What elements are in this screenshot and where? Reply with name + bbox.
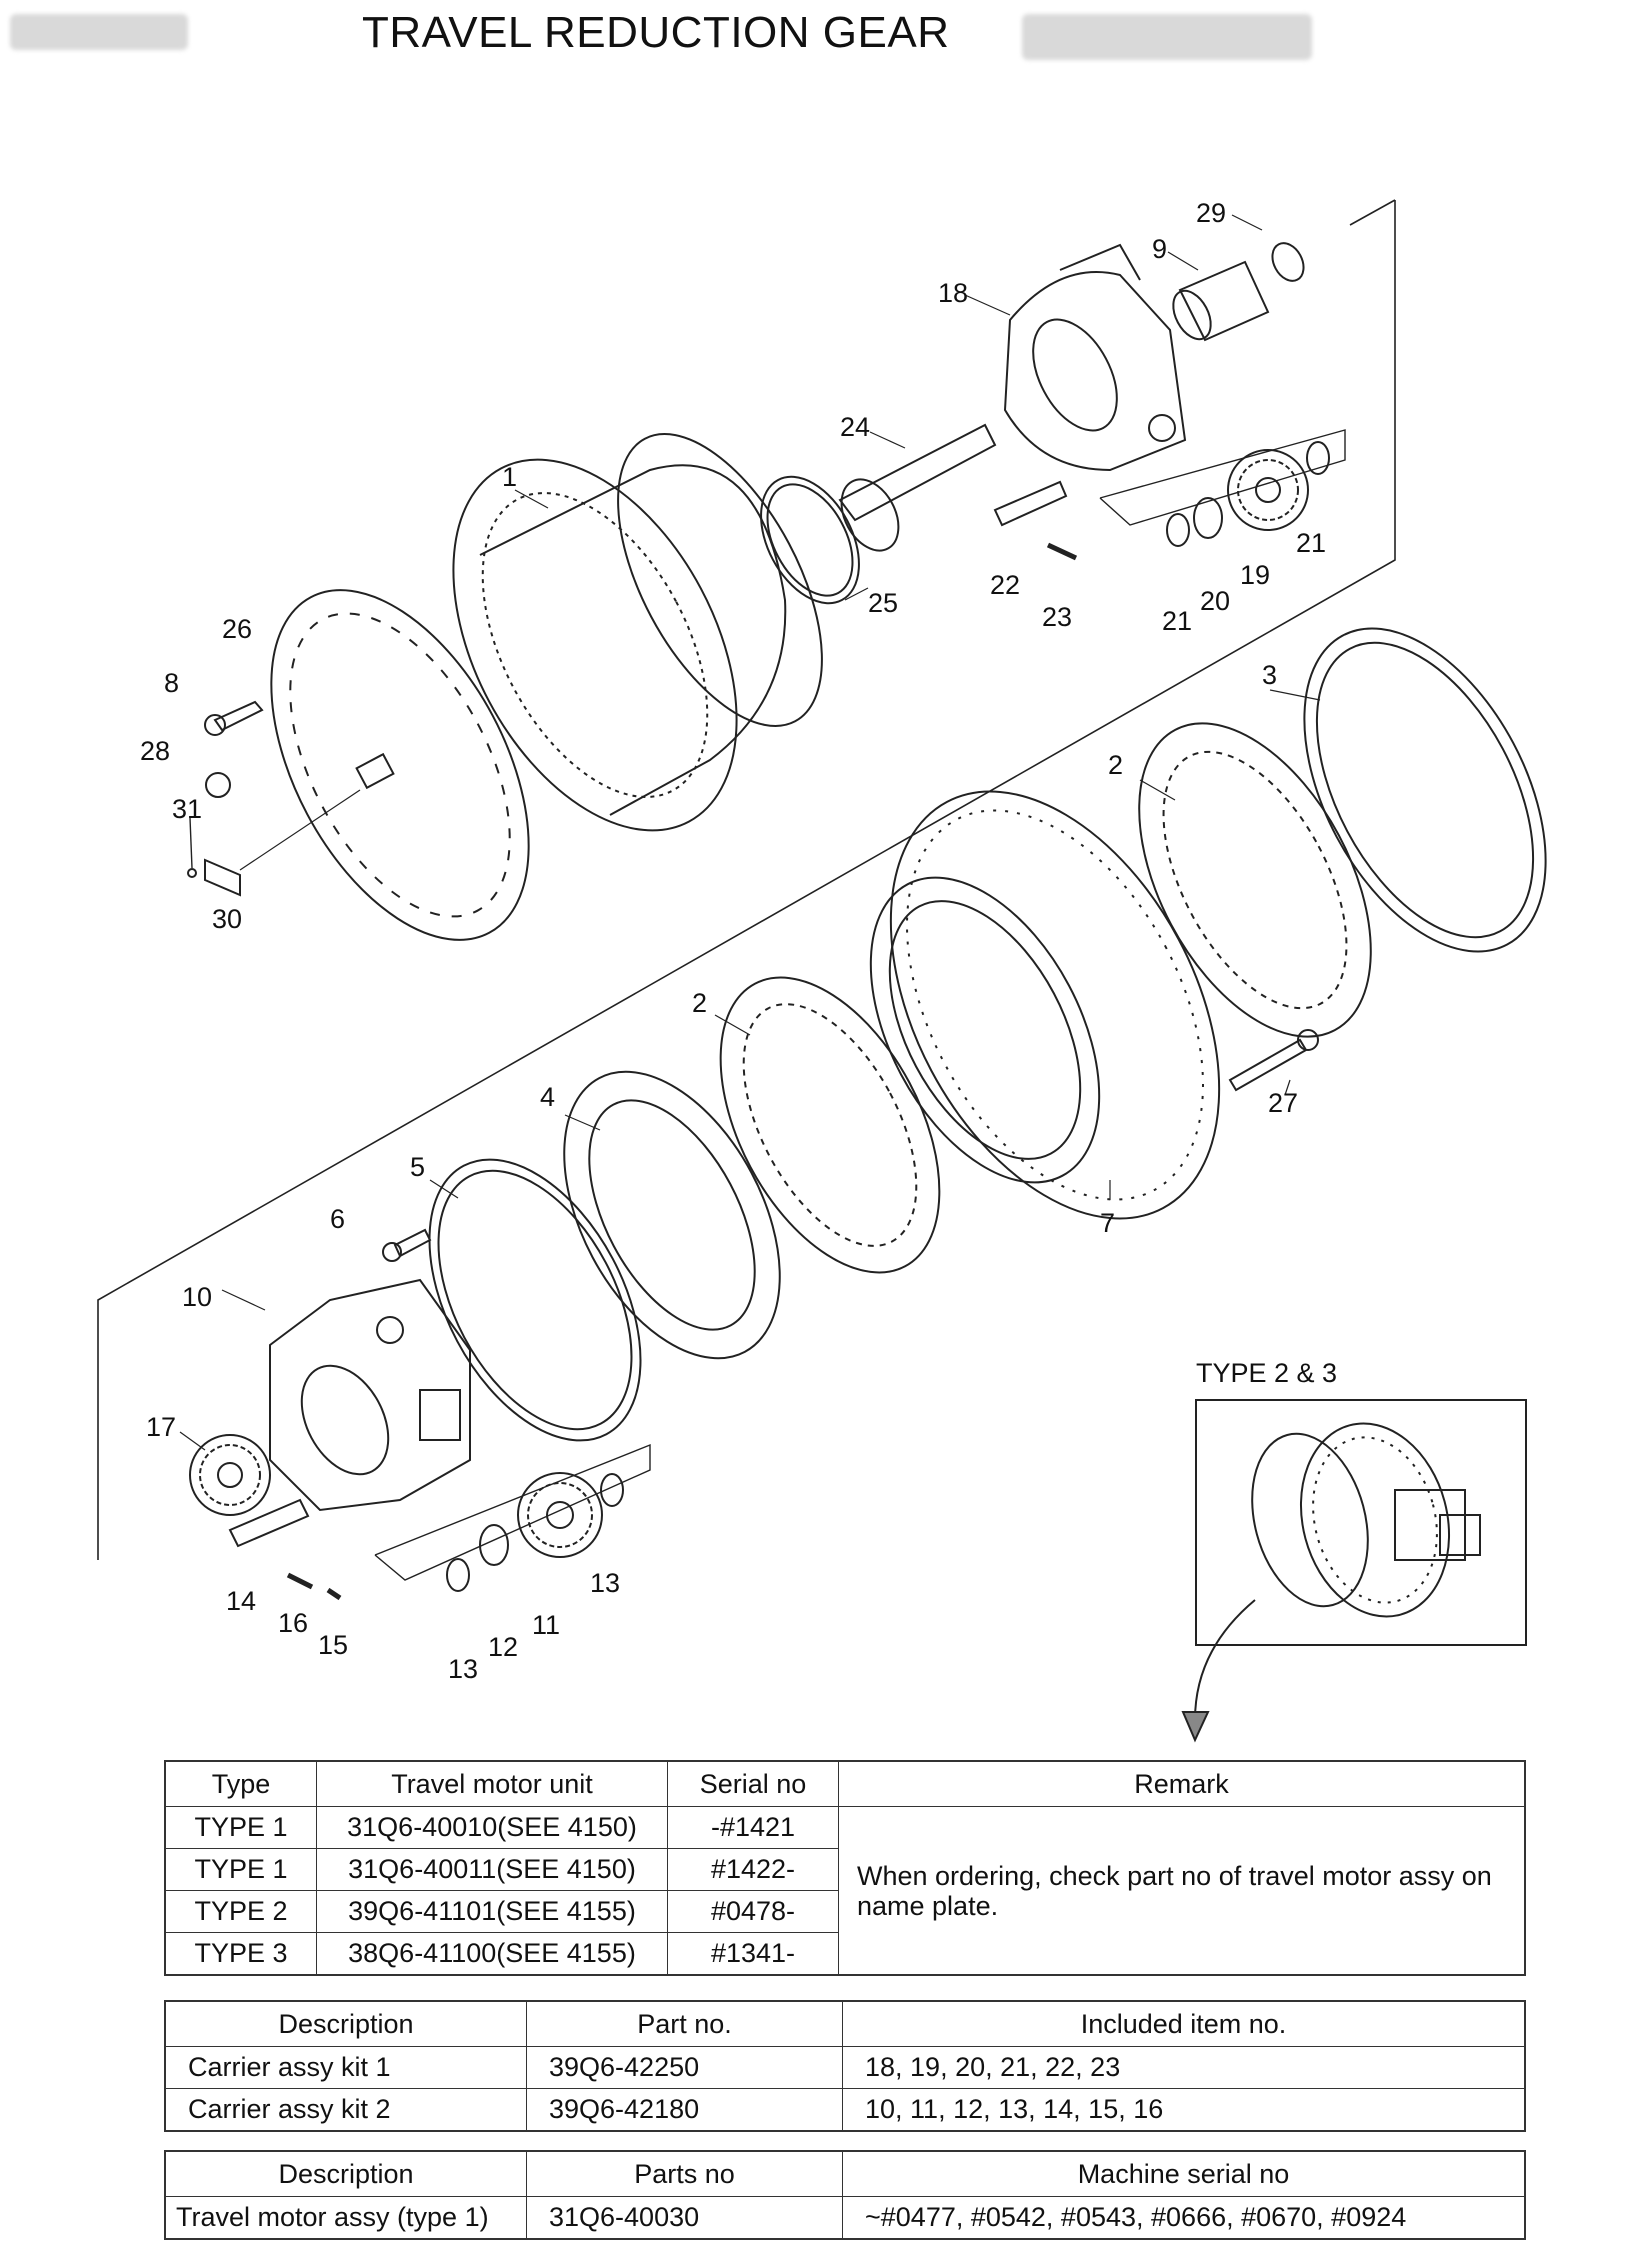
header-remark: Remark xyxy=(838,1760,1526,1807)
cell-serial: #1341- xyxy=(667,1932,839,1976)
callout-9: 9 xyxy=(1152,234,1167,264)
callout-13a: 13 xyxy=(448,1654,478,1684)
callout-26: 26 xyxy=(222,614,252,644)
callout-15: 15 xyxy=(318,1630,348,1660)
callout-6: 6 xyxy=(330,1204,345,1234)
callout-10: 10 xyxy=(182,1282,212,1312)
callout-27: 27 xyxy=(1268,1088,1298,1118)
hub-part-7 xyxy=(869,790,1221,1220)
cell-serial: -#1421 xyxy=(667,1806,839,1849)
callout-21a: 21 xyxy=(1162,606,1192,636)
cell-type: TYPE 2 xyxy=(164,1890,317,1933)
cell-serial: #0478- xyxy=(667,1890,839,1933)
callout-1: 1 xyxy=(502,462,517,492)
table-row: TYPE 2 39Q6-41101(SEE 4155) #0478- xyxy=(164,1890,1525,1933)
callout-21b: 21 xyxy=(1296,528,1326,558)
header-description: Description xyxy=(164,2000,527,2047)
cell-included: 18, 19, 20, 21, 22, 23 xyxy=(842,2046,1526,2089)
cell-serial: #1422- xyxy=(667,1848,839,1891)
callout-4: 4 xyxy=(540,1082,555,1112)
table-row: Carrier assy kit 2 39Q6-42180 10, 11, 12… xyxy=(164,2088,1526,2132)
callout-25: 25 xyxy=(868,588,898,618)
cell-machine-serial: ~#0477, #0542, #0543, #0666, #0670, #092… xyxy=(842,2196,1526,2240)
motor-table: Description Parts no Machine serial no T… xyxy=(164,2150,1526,2240)
table-row: Travel motor assy (type 1) 31Q6-40030 ~#… xyxy=(164,2196,1526,2240)
callout-29: 29 xyxy=(1196,198,1226,228)
callout-7: 7 xyxy=(1100,1208,1115,1238)
header-part-no: Part no. xyxy=(526,2000,843,2047)
cell-description: Carrier assy kit 2 xyxy=(164,2088,527,2132)
page-title: TRAVEL REDUCTION GEAR xyxy=(362,8,950,57)
table-row: TYPE 1 31Q6-40010(SEE 4150) -#1421 When … xyxy=(164,1806,1526,1976)
inset-label: TYPE 2 & 3 xyxy=(1196,1358,1338,1388)
cell-part-no: 39Q6-42250 xyxy=(526,2046,843,2089)
callout-8: 8 xyxy=(164,668,179,698)
type-table: Type Travel motor unit Serial no Remark … xyxy=(164,1760,1526,1976)
header-included-items: Included item no. xyxy=(842,2000,1526,2047)
callout-5: 5 xyxy=(410,1152,425,1182)
table-header-row: Description Parts no Machine serial no xyxy=(164,2150,1526,2197)
callout-16: 16 xyxy=(278,1608,308,1638)
callout-31: 31 xyxy=(172,794,202,824)
blurred-title-suffix xyxy=(1022,14,1312,60)
callout-30: 30 xyxy=(212,904,242,934)
blurred-logo xyxy=(10,14,188,50)
cover-part-26 xyxy=(270,589,530,941)
cell-unit: 38Q6-41100(SEE 4155) xyxy=(316,1932,668,1976)
cell-remark: When ordering, check part no of travel m… xyxy=(838,1806,1526,1976)
cell-description: Carrier assy kit 1 xyxy=(164,2046,527,2089)
kit-table: Description Part no. Included item no. C… xyxy=(164,2000,1526,2132)
callout-24: 24 xyxy=(840,412,870,442)
cell-unit: 31Q6-40011(SEE 4150) xyxy=(316,1848,668,1891)
callout-23: 23 xyxy=(1042,602,1072,632)
callout-22: 22 xyxy=(990,570,1020,600)
table-header-row: Description Part no. Included item no. xyxy=(164,2000,1526,2047)
callout-12: 12 xyxy=(488,1632,518,1662)
callout-3: 3 xyxy=(1262,660,1277,690)
callout-13b: 13 xyxy=(590,1568,620,1598)
cell-part-no: 39Q6-42180 xyxy=(526,2088,843,2132)
carrier-part-18 xyxy=(1003,243,1187,472)
callout-17: 17 xyxy=(146,1412,176,1442)
cell-type: TYPE 1 xyxy=(164,1848,317,1891)
callout-2a: 2 xyxy=(1108,750,1123,780)
callout-28: 28 xyxy=(140,736,170,766)
cell-unit: 39Q6-41101(SEE 4155) xyxy=(316,1890,668,1933)
table-row: Carrier assy kit 1 39Q6-42250 18, 19, 20… xyxy=(164,2046,1526,2089)
table-header-row: Type Travel motor unit Serial no Remark xyxy=(164,1760,1526,1807)
header-parts-no: Parts no xyxy=(526,2150,843,2197)
cell-parts-no: 31Q6-40030 xyxy=(526,2196,843,2240)
inset-type-2-3 xyxy=(1181,1399,1527,1743)
cell-included: 10, 11, 12, 13, 14, 15, 16 xyxy=(842,2088,1526,2132)
callout-19: 19 xyxy=(1240,560,1270,590)
ring-gear-part-1 xyxy=(452,433,823,832)
callout-2b: 2 xyxy=(692,988,707,1018)
callout-11: 11 xyxy=(532,1610,560,1640)
table-row: TYPE 3 38Q6-41100(SEE 4155) #1341- xyxy=(164,1932,1525,1976)
cell-unit: 31Q6-40010(SEE 4150) xyxy=(316,1806,668,1849)
callout-20: 20 xyxy=(1200,586,1230,616)
cell-type: TYPE 1 xyxy=(164,1806,317,1849)
header-serial-no: Serial no xyxy=(667,1760,839,1807)
header-travel-motor-unit: Travel motor unit xyxy=(316,1760,668,1807)
cell-type: TYPE 3 xyxy=(164,1932,317,1976)
carrier-part-10 xyxy=(269,1278,471,1512)
header-machine-serial: Machine serial no xyxy=(842,2150,1526,2197)
callout-18: 18 xyxy=(938,278,968,308)
callout-14: 14 xyxy=(226,1586,256,1616)
cell-description: Travel motor assy (type 1) xyxy=(164,2196,527,2240)
header-description: Description xyxy=(164,2150,527,2197)
callout-labels: 29 9 18 24 1 25 22 23 21 20 19 21 26 8 2… xyxy=(140,198,1326,1684)
header-type: Type xyxy=(164,1760,317,1807)
